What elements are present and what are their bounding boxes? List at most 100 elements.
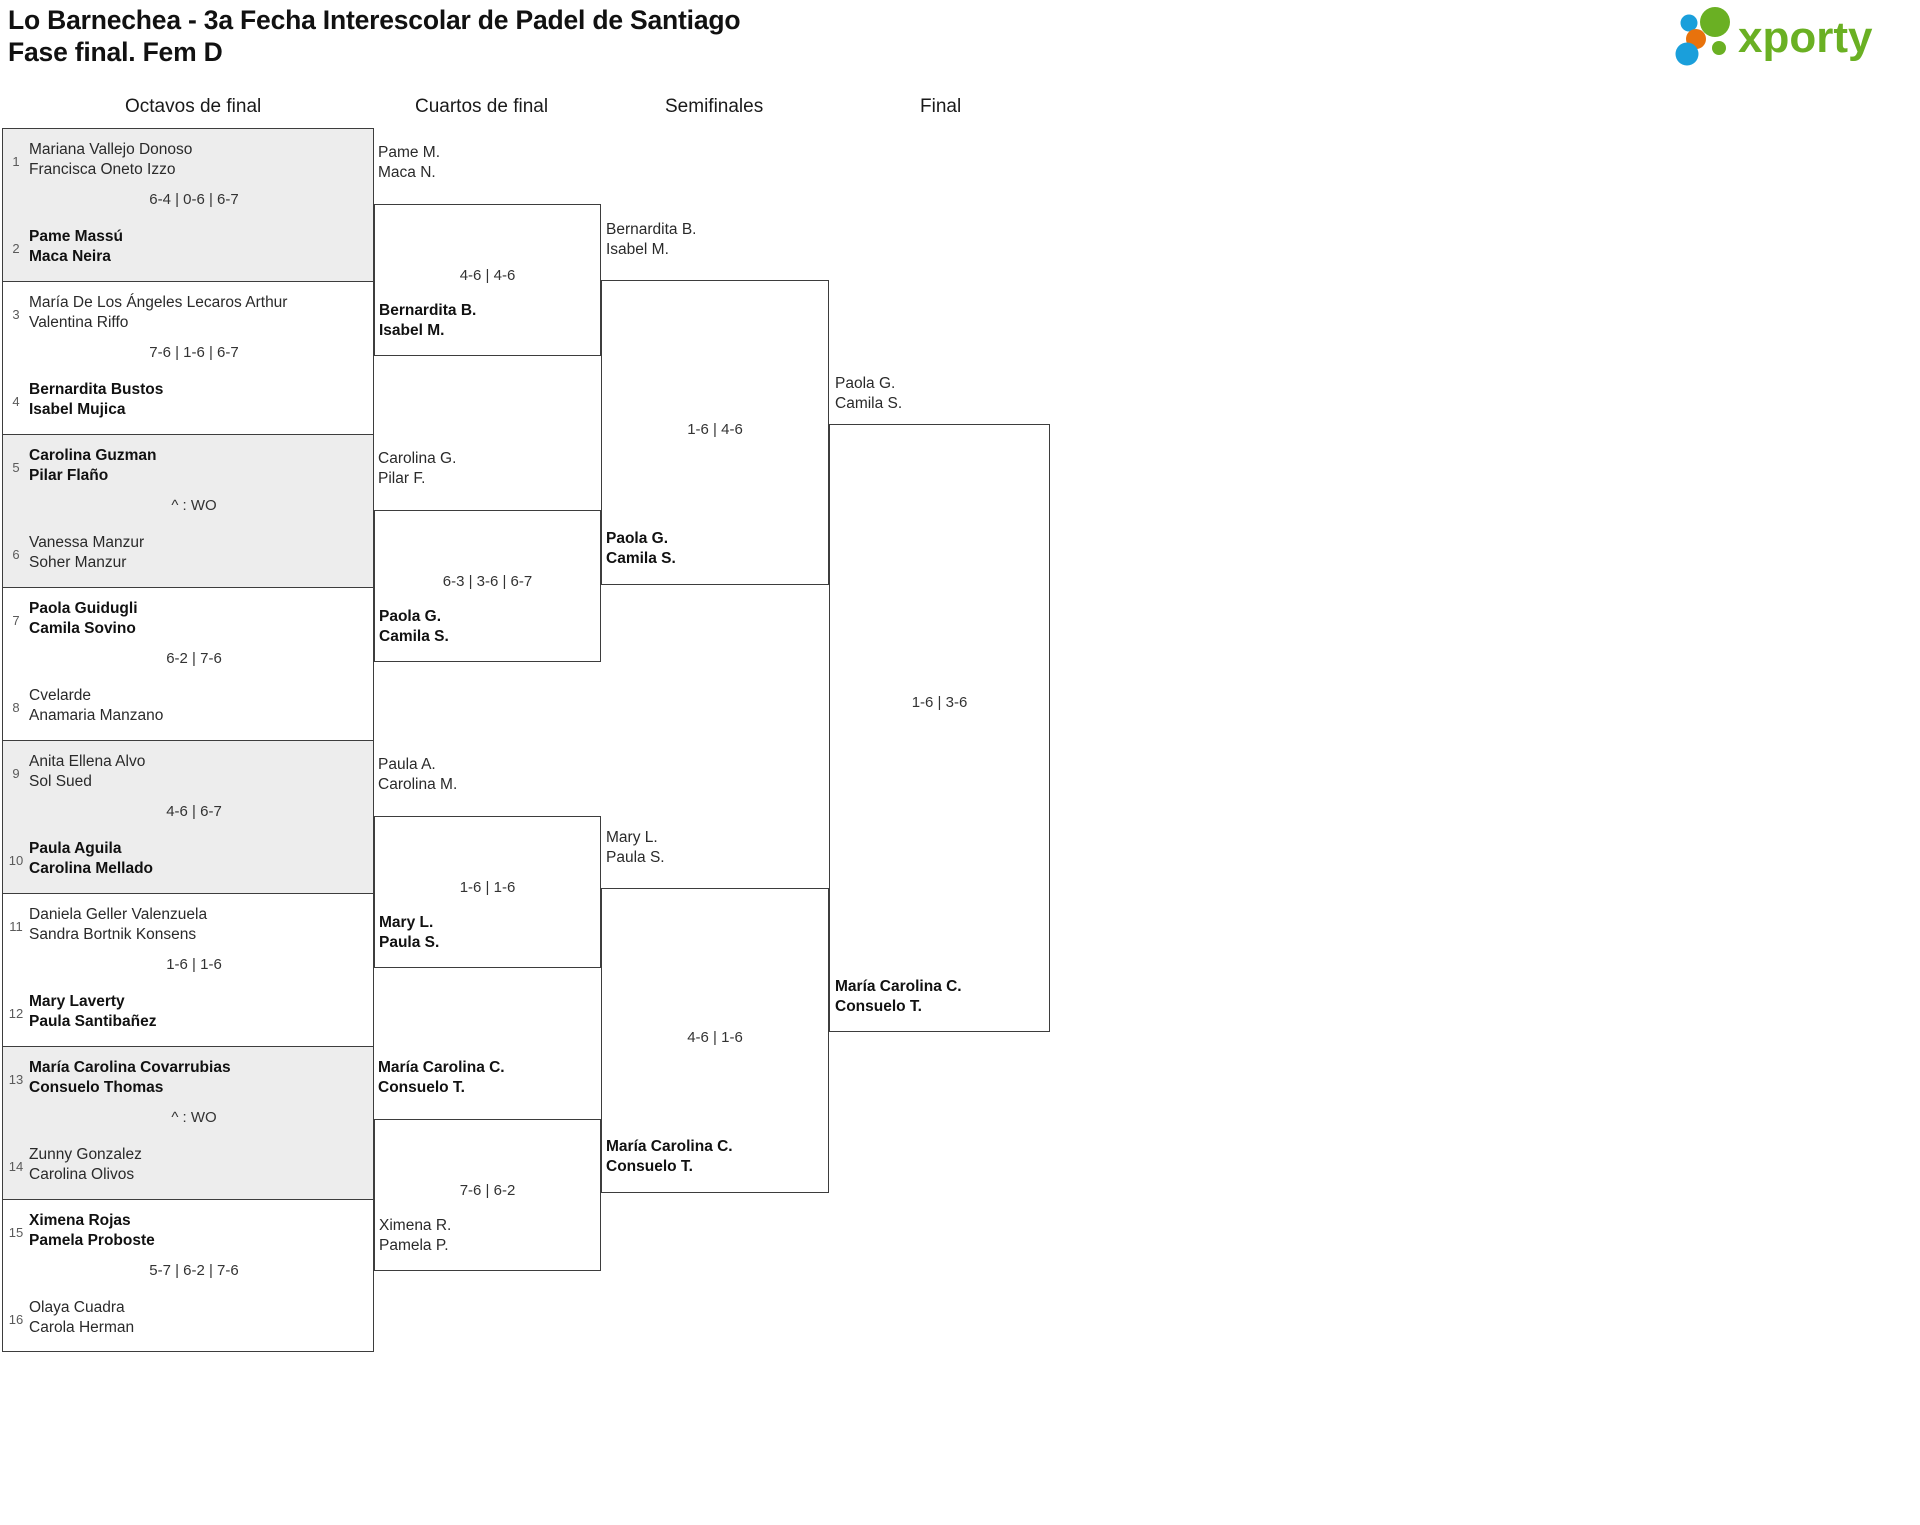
seed-number: 7 (12, 613, 20, 628)
seed-number: 9 (12, 766, 20, 781)
sf-winner-team: Paola G. Camila S. (606, 529, 676, 568)
player-2: Camila Sovino (29, 619, 136, 637)
player-2: Francisca Oneto Izzo (29, 160, 176, 178)
sf-feeder-team: Mary L. Paula S. (606, 828, 665, 867)
seed-number: 15 (8, 1225, 24, 1240)
seed-number: 11 (9, 919, 23, 934)
match-slot-bottom[interactable]: 14 Zunny Gonzalez Carolina Olivos (3, 1142, 375, 1192)
match-slot-top[interactable]: 9 Anita Ellena Alvo Sol Sued (3, 749, 375, 799)
seed-number: 6 (12, 547, 20, 562)
match-score: 7-6 | 1-6 | 6-7 (149, 344, 239, 361)
round1-column: 1 Mariana Vallejo Donoso Francisca Oneto… (2, 128, 374, 1352)
player-1: Bernardita B. (606, 221, 697, 238)
match-score: 1-6 | 1-6 (166, 956, 222, 973)
match-slot-bottom[interactable]: 12 Mary Laverty Paula Santibañez (3, 989, 375, 1039)
team-names: Carolina Guzman Pilar Flaño (29, 443, 156, 485)
match-score: 7-6 | 6-2 (459, 1182, 516, 1199)
round-header-semis: Semifinales (665, 96, 764, 117)
team-names: Ximena Rojas Pamela Proboste (29, 1208, 155, 1250)
team-names: María De Los Ángeles Lecaros Arthur Vale… (29, 290, 287, 332)
match-slot-top[interactable]: 15 Ximena Rojas Pamela Proboste (3, 1208, 375, 1258)
player-2: Soher Manzur (29, 553, 127, 571)
team-names: Bernardita Bustos Isabel Mujica (29, 377, 163, 419)
team-names: Paula Aguila Carolina Mellado (29, 836, 153, 878)
team-names: Mariana Vallejo Donoso Francisca Oneto I… (29, 137, 192, 179)
player-2: Anamaria Manzano (29, 706, 164, 724)
team-names: María Carolina Covarrubias Consuelo Thom… (29, 1055, 231, 1097)
match-score: 1-6 | 1-6 (459, 879, 516, 896)
quarterfinal-match[interactable]: 6-3 | 3-6 | 6-7 Paola G. Camila S. (374, 510, 601, 662)
seed-number: 13 (8, 1072, 24, 1087)
seed-number: 8 (12, 700, 20, 715)
player-1: María De Los Ángeles Lecaros Arthur (29, 294, 288, 311)
match-slot-bottom[interactable]: 4 Bernardita Bustos Isabel Mujica (3, 377, 375, 427)
player-2: Pilar Flaño (29, 466, 109, 484)
round1-match[interactable]: 3 María De Los Ángeles Lecaros Arthur Va… (2, 281, 374, 434)
match-score: 6-2 | 7-6 (166, 650, 222, 667)
match-slot-bottom[interactable]: 2 Pame Massú Maca Neira (3, 224, 375, 274)
player-2: Consuelo T. (378, 1078, 465, 1096)
semifinal-match[interactable]: 1-6 | 4-6 Paola G. Camila S. (601, 280, 829, 585)
player-2: Paula S. (606, 848, 665, 866)
player-1: Paula Aguila (29, 840, 122, 857)
match-score: 4-6 | 4-6 (459, 267, 516, 284)
match-slot-top[interactable]: 11 Daniela Geller Valenzuela Sandra Bort… (3, 902, 375, 952)
player-2: Maca N. (378, 163, 436, 181)
match-score: ^ : WO (171, 1109, 217, 1126)
player-2: Camila S. (835, 394, 903, 412)
quarterfinal-match[interactable]: 4-6 | 4-6 Bernardita B. Isabel M. (374, 204, 601, 356)
qf-feeder-team: Carolina G. Pilar F. (378, 449, 456, 488)
player-2: Carolina M. (378, 775, 458, 793)
player-2: Camila S. (606, 549, 676, 567)
player-1: Mary Laverty (29, 993, 125, 1010)
match-slot-bottom[interactable]: 8 Cvelarde Anamaria Manzano (3, 683, 375, 733)
match-slot-top[interactable]: 3 María De Los Ángeles Lecaros Arthur Va… (3, 290, 375, 340)
round1-match[interactable]: 15 Ximena Rojas Pamela Proboste 5-7 | 6-… (2, 1199, 374, 1352)
match-score: 6-3 | 3-6 | 6-7 (442, 573, 533, 590)
match-slot-top[interactable]: 1 Mariana Vallejo Donoso Francisca Oneto… (3, 137, 375, 187)
qf-feeder-team: Paula A. Carolina M. (378, 755, 457, 794)
player-1: Ximena R. (379, 1217, 452, 1234)
team-names: Zunny Gonzalez Carolina Olivos (29, 1142, 142, 1184)
quarterfinal-match[interactable]: 1-6 | 1-6 Mary L. Paula S. (374, 816, 601, 968)
team-names: Mary Laverty Paula Santibañez (29, 989, 156, 1031)
player-1: María Carolina C. (835, 978, 962, 995)
match-slot-bottom[interactable]: 6 Vanessa Manzur Soher Manzur (3, 530, 375, 580)
player-2: Isabel Mujica (29, 400, 126, 418)
player-1: Carolina G. (378, 450, 457, 467)
xporty-logo[interactable]: xporty (1670, 6, 1902, 68)
player-1: Bernardita Bustos (29, 381, 164, 398)
player-2: Consuelo T. (835, 997, 922, 1015)
match-slot-bottom[interactable]: 16 Olaya Cuadra Carola Herman (3, 1295, 375, 1345)
player-2: Sandra Bortnik Konsens (29, 925, 197, 943)
team-names: Paola Guidugli Camila Sovino (29, 596, 138, 638)
match-slot-top[interactable]: 13 María Carolina Covarrubias Consuelo T… (3, 1055, 375, 1105)
qf-winner-team: Paola G. Camila S. (379, 607, 449, 646)
player-2: Consuelo Thomas (29, 1078, 164, 1096)
round1-match[interactable]: 9 Anita Ellena Alvo Sol Sued 4-6 | 6-7 1… (2, 740, 374, 893)
quarterfinal-match[interactable]: 7-6 | 6-2 Ximena R. Pamela P. (374, 1119, 601, 1271)
match-slot-bottom[interactable]: 10 Paula Aguila Carolina Mellado (3, 836, 375, 886)
round1-match[interactable]: 5 Carolina Guzman Pilar Flaño ^ : WO 6 V… (2, 434, 374, 587)
seed-number: 3 (12, 307, 20, 322)
final-match[interactable]: 1-6 | 3-6 María Carolina C. Consuelo T. (829, 424, 1050, 1032)
match-score: 1-6 | 4-6 (687, 421, 743, 438)
seed-number: 10 (8, 853, 24, 868)
player-2: Carolina Mellado (29, 859, 154, 877)
player-1: Paola Guidugli (29, 600, 138, 617)
round1-match[interactable]: 11 Daniela Geller Valenzuela Sandra Bort… (2, 893, 374, 1046)
player-1: Paola G. (379, 608, 442, 625)
semifinal-match[interactable]: 4-6 | 1-6 María Carolina C. Consuelo T. (601, 888, 829, 1193)
round1-match[interactable]: 1 Mariana Vallejo Donoso Francisca Oneto… (2, 128, 374, 281)
round1-match[interactable]: 13 María Carolina Covarrubias Consuelo T… (2, 1046, 374, 1199)
match-score: 4-6 | 6-7 (166, 803, 222, 820)
match-slot-top[interactable]: 7 Paola Guidugli Camila Sovino (3, 596, 375, 646)
final-feeder-team: Paola G. Camila S. (835, 374, 902, 413)
team-names: Daniela Geller Valenzuela Sandra Bortnik… (29, 902, 207, 944)
player-2: Maca Neira (29, 247, 111, 265)
round1-match[interactable]: 7 Paola Guidugli Camila Sovino 6-2 | 7-6… (2, 587, 374, 740)
match-score: 1-6 | 3-6 (911, 694, 968, 711)
player-2: Carola Herman (29, 1318, 135, 1336)
match-slot-top[interactable]: 5 Carolina Guzman Pilar Flaño (3, 443, 375, 493)
